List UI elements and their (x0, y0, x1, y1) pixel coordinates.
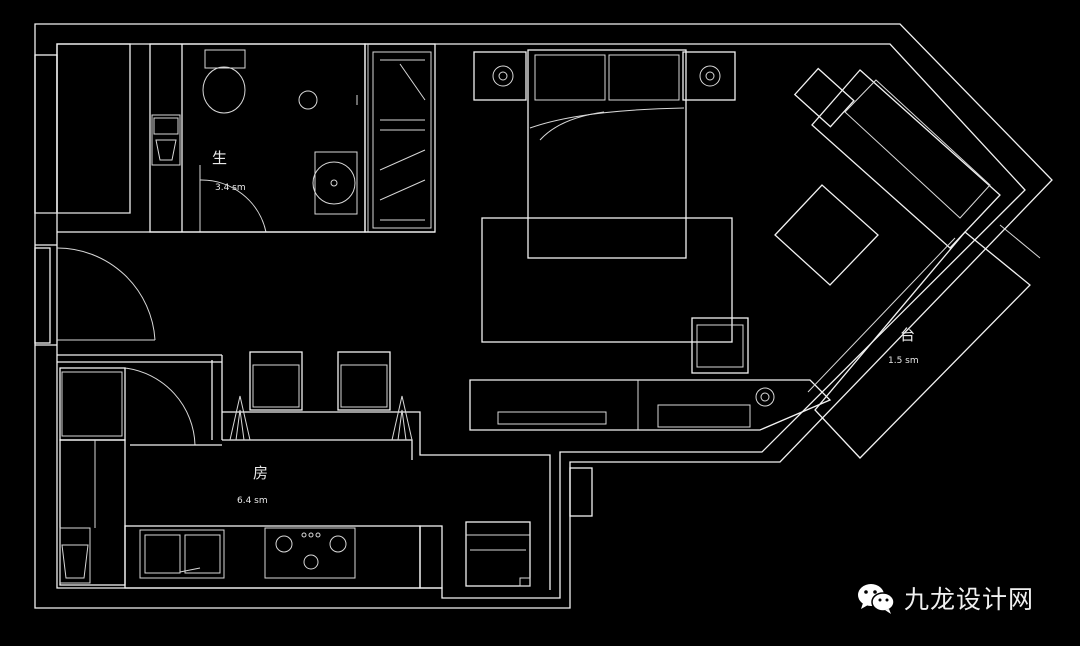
partition-wall (57, 231, 435, 446)
kitchen-bottom-counter (124, 525, 443, 589)
appliance-unit (465, 521, 531, 587)
bed (473, 49, 736, 343)
sofa (774, 67, 1001, 286)
watermark-text: 九龙设计网 (904, 585, 1035, 614)
balcony-area: 1.5 sm (888, 356, 919, 366)
desk-chair (691, 317, 749, 374)
kitchen-left-counter (59, 367, 126, 586)
balcony (807, 224, 1041, 459)
entry-door (34, 244, 156, 346)
kitchen-area: 6.4 sm (237, 496, 268, 506)
tv-desk (469, 379, 832, 431)
balcony-name: 台 (900, 326, 915, 344)
wechat-icon (858, 584, 895, 614)
bathroom-name: 生 (212, 149, 227, 167)
bathroom (149, 43, 366, 233)
left-cabinet (34, 43, 131, 214)
dining-bar (222, 351, 551, 590)
wardrobe (364, 43, 436, 233)
inner-wall (56, 43, 1026, 599)
watermark: 九龙设计网 (856, 580, 1034, 616)
door-frame (569, 467, 593, 517)
bathroom-area: 3.4 sm (215, 183, 246, 193)
outer-wall (34, 23, 1053, 609)
kitchen-name: 房 (253, 464, 268, 482)
